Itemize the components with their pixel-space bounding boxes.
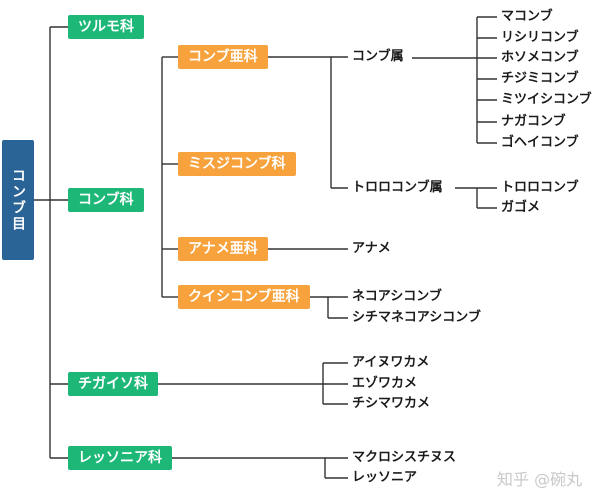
node-tsurumo-family: ツルモ科 xyxy=(68,15,144,39)
species-chijimi-konbu: チジミコンブ xyxy=(501,71,579,86)
node-aname-subfamily: アナメ亜科 xyxy=(178,237,268,261)
species-naga-konbu: ナガコンブ xyxy=(501,114,566,129)
species-chishima-wakame: チシマワカメ xyxy=(352,396,431,411)
node-misuji-konbu-family: ミスジコンブ科 xyxy=(178,152,296,176)
species-macrocystis: マクロシスチヌス xyxy=(352,450,457,465)
species-hosome-konbu: ホソメコンブ xyxy=(501,50,579,65)
node-konbu-genus: コンブ属 xyxy=(352,49,404,64)
node-chigaiso-family: チガイソ科 xyxy=(68,372,158,396)
species-nekoashi-konbu: ネコアシコンブ xyxy=(352,289,442,304)
node-kuishi-konbu-subfamily: クイシコンブ亜科 xyxy=(178,285,310,309)
node-konbu-order: コンブ目 xyxy=(2,140,34,260)
species-ainu-wakame: アイヌワカメ xyxy=(352,355,430,370)
species-shichima-nekoashi-konbu: シチマネコアシコンブ xyxy=(352,310,481,325)
species-gagome: ガゴメ xyxy=(501,200,541,215)
species-lessonia: レッソニア xyxy=(352,470,418,485)
species-tororo-konbu: トロロコンブ xyxy=(501,180,579,195)
node-konbu-family: コンブ科 xyxy=(68,188,144,212)
species-mitsuishi-konbu: ミツイシコンブ xyxy=(501,92,592,107)
species-ezo-wakame: エゾワカメ xyxy=(352,376,418,391)
node-konbu-subfamily: コンブ亜科 xyxy=(178,45,268,69)
zhihu-watermark: 知乎 @碗丸 xyxy=(497,470,583,489)
species-rishiri-konbu: リシリコンブ xyxy=(501,30,579,45)
species-ma-konbu: マコンブ xyxy=(501,9,553,24)
species-gohei-konbu: ゴヘイコンブ xyxy=(501,135,579,150)
species-aname: アナメ xyxy=(352,241,391,256)
node-lessonia-family: レッソニア科 xyxy=(68,446,172,470)
node-tororo-konbu-genus: トロロコンブ属 xyxy=(352,180,443,195)
